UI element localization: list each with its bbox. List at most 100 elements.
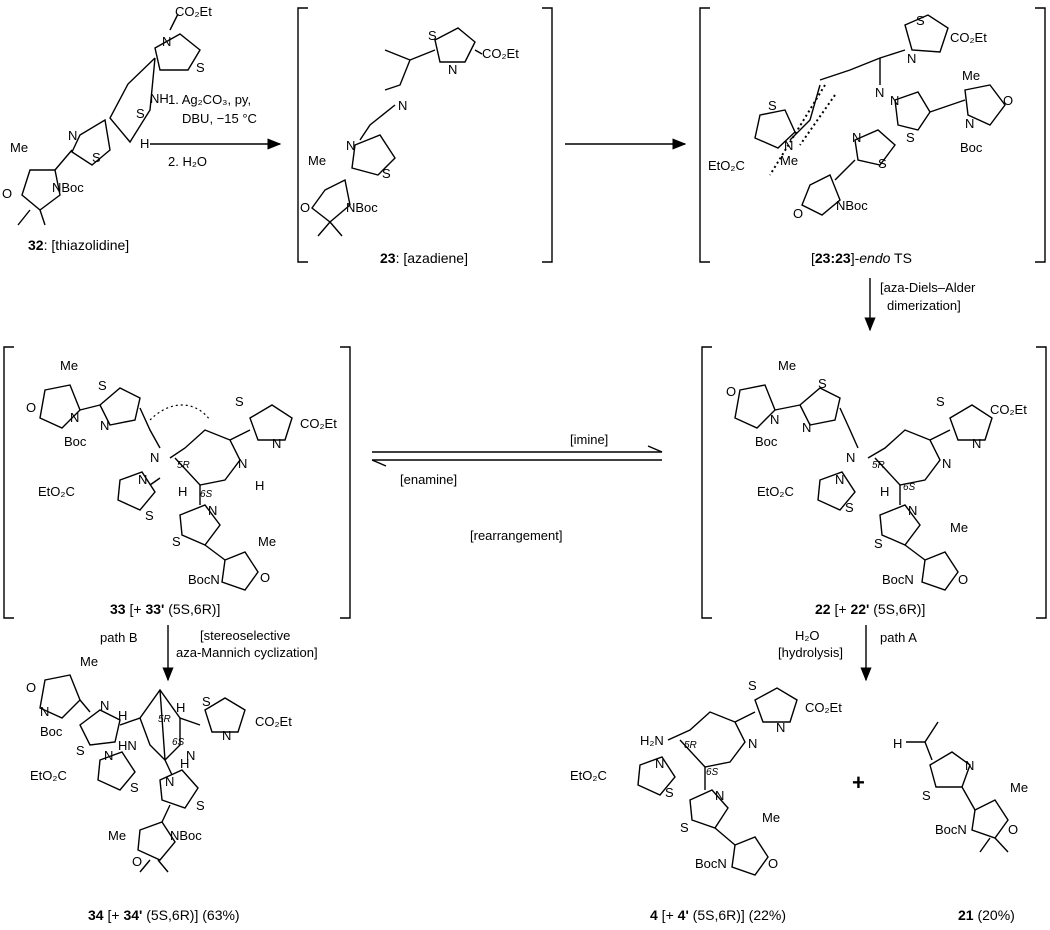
atom-n: N [770,412,779,427]
cond-mannich-2: aza-Mannich cyclization] [176,645,318,660]
bocn-label: BocN [882,572,914,587]
atom-n: N [272,436,281,451]
atom-n: N [162,34,171,49]
atom-h: H [176,700,185,715]
cond-mannich-1: [stereoselective [200,628,290,643]
atom-o: O [726,384,736,399]
atom-o: O [2,186,12,201]
atom-h: H [255,478,264,493]
atom-s: S [748,678,757,693]
methyl-label: Me [778,358,796,373]
atom-n: N [875,85,884,100]
atom-s: S [98,378,107,393]
compound-4-label: 4 [+ 4' (5S,6R)] (22%) [650,907,786,923]
atom-s: S [922,788,931,803]
atom-n: N [100,418,109,433]
compound-22-structure: Me O N Boc S N N 5R 6S N S N CO₂Et N S E… [726,358,1027,617]
atom-s: S [936,394,945,409]
atom-s: S [768,98,777,113]
ester-label: EtO₂C [570,768,607,783]
stereo-5r: 5R [684,740,697,751]
methyl-label: Me [780,153,798,168]
compound-34-structure: Me O N Boc N S H H HN 5R 6S N H S N CO₂E… [26,654,292,923]
cond-path-b: path B [100,630,138,645]
atom-n: N [748,736,757,751]
compound-21-structure: H N S Me O BocN 21 (20%) [893,721,1028,923]
atom-n: N [40,704,49,719]
compound-23-label: 23: [azadiene] [380,250,468,266]
atom-s: S [916,13,925,28]
atom-n: N [222,728,231,743]
compound-21-label: 21 (20%) [958,907,1015,923]
atom-n: N [346,138,355,153]
atom-h: H [178,484,187,499]
cond-dimerization-1: [aza-Diels–Alder [880,280,976,295]
atom-n: N [907,51,916,66]
atom-n: N [965,758,974,773]
stereo-6s: 6S [172,737,185,748]
atom-n: N [715,788,724,803]
atom-n: N [942,456,951,471]
atom-n: N [835,472,844,487]
ester-label: EtO₂C [708,158,745,173]
compound-32-label: 32: [thiazolidine] [28,237,129,253]
atom-s: S [130,780,139,795]
atom-h: H [893,736,902,751]
methyl-label: Me [10,140,28,155]
atom-o: O [958,572,968,587]
compound-22-label: 22 [+ 22' (5S,6R)] [815,601,925,617]
atom-n: N [208,503,217,518]
boc-label: Boc [40,724,63,739]
methyl-label: Me [950,520,968,535]
atom-n: N [138,472,147,487]
atom-o: O [1008,822,1018,837]
compound-23-structure: S N CO₂Et N N S Me O NBoc 23: [azadiene] [300,27,519,266]
h2n-label: H₂N [640,733,664,748]
atom-o: O [1003,93,1013,108]
atom-o: O [26,400,36,415]
ester-label: EtO₂C [757,484,794,499]
cond-rearrangement: [rearrangement] [470,528,563,543]
atom-n: N [908,503,917,518]
atom-h: H [140,136,149,151]
bocn-label: BocN [695,856,727,871]
nboc-label: NBoc [170,828,202,843]
cond-water: H₂O [795,628,820,643]
atom-n: N [890,93,899,108]
atom-n: N [965,116,974,131]
ester-label: CO₂Et [950,30,987,45]
atom-n: N [68,128,77,143]
stereo-6s: 6S [200,489,213,500]
atom-hn: HN [118,738,137,753]
ester-label: EtO₂C [30,768,67,783]
cond-imine: [imine] [570,432,608,447]
compound-23-bracket [297,7,553,263]
atom-s: S [136,106,145,121]
methyl-label: Me [1010,780,1028,795]
atom-o: O [300,200,310,215]
cond-step1-line3: 2. H₂O [168,154,207,169]
atom-s: S [92,150,101,165]
methyl-label: Me [60,358,78,373]
ester-label: CO₂Et [482,46,519,61]
ester-label: CO₂Et [255,714,292,729]
bocn-label: BocN [188,572,220,587]
atom-n: N [846,450,855,465]
methyl-label: Me [108,828,126,843]
atom-n: N [972,436,981,451]
boc-label: Boc [755,434,778,449]
stereo-5r: 5R [872,460,885,471]
compound-32-structure: N S CO₂Et S NH H N S Me O NBoc 32: [thia… [2,4,212,253]
atom-n: N [165,774,174,789]
compound-33-structure: Me O N Boc S N N 5R 6S N H H S N CO₂Et N… [26,358,337,617]
nboc-label: NBoc [52,180,84,195]
compound-22-bracket [701,346,1047,619]
cond-hydrolysis: [hydrolysis] [778,645,843,660]
atom-n: N [784,138,793,153]
atom-s: S [145,508,154,523]
stereo-6s: 6S [706,767,719,778]
ester-label: CO₂Et [300,416,337,431]
atom-s: S [196,798,205,813]
atom-s: S [906,130,915,145]
